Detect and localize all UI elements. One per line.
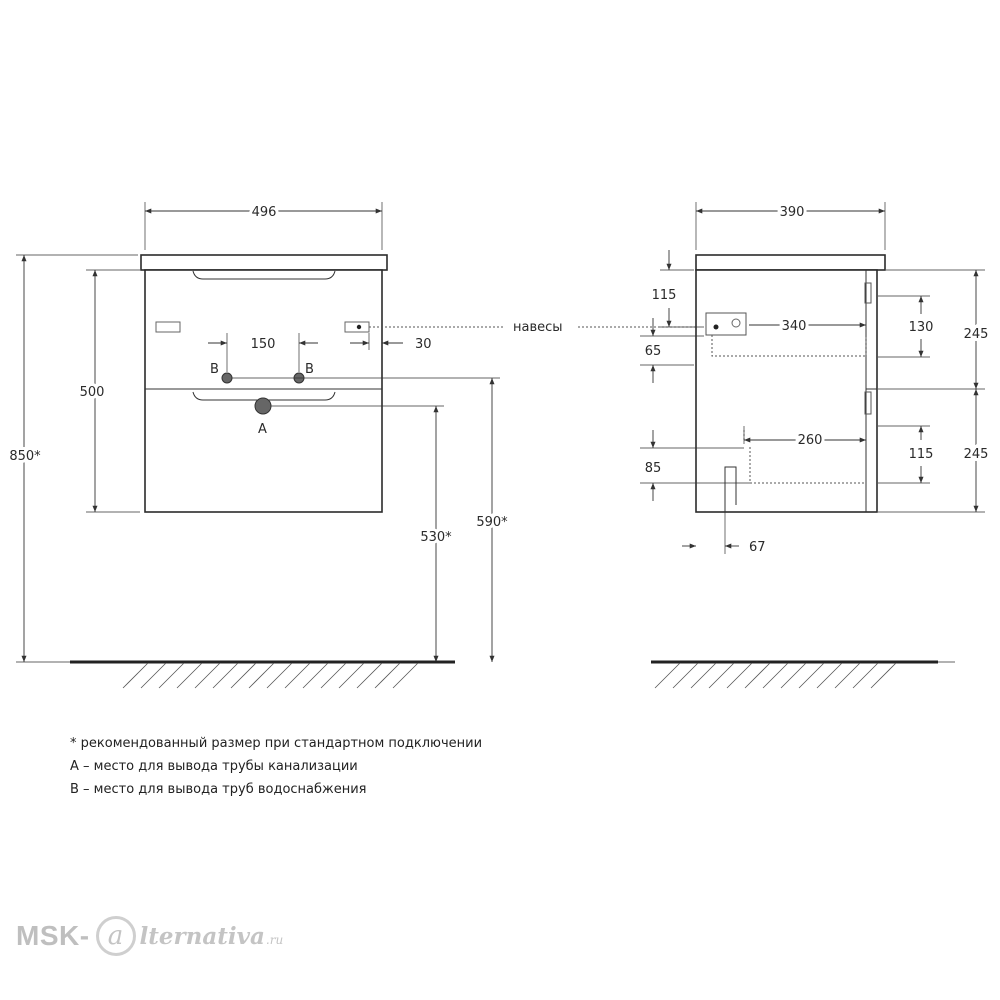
hinge-mount-point (356, 324, 362, 330)
hinge-bracket-left (155, 321, 181, 333)
dim-pipe-spacing-150: 150 (251, 337, 276, 352)
front-floor-hatch (122, 662, 419, 689)
dim-hinge-offset-30: 30 (415, 337, 432, 352)
upper-drawer-outline (711, 335, 867, 357)
dim-height-500: 500 (80, 385, 105, 400)
front-cabinet-body (144, 269, 383, 513)
logo-suffix: lternativa (139, 922, 265, 950)
dim-115-right: 115 (909, 447, 934, 462)
dim-130: 130 (909, 320, 934, 335)
drawer-cutout (724, 466, 737, 512)
dim-260: 260 (798, 433, 823, 448)
note-drain-pipe: A – место для вывода трубы канализации (70, 759, 358, 774)
side-hinge-point (713, 324, 719, 330)
side-floor-hatch (654, 662, 897, 689)
front-view: B B A 496 500 850* 150 30 530* (6, 202, 511, 689)
dim-hinge-from-top-115: 115 (652, 288, 677, 303)
dim-340: 340 (782, 319, 807, 334)
dim-245-top: 245 (964, 327, 989, 342)
label-a: A (258, 422, 267, 437)
label-b-left: B (210, 362, 219, 377)
front-countertop (140, 254, 388, 271)
drain-pipe-a (254, 397, 272, 415)
label-b-right: B (305, 362, 314, 377)
logo-tld: .ru (265, 933, 284, 947)
notes-list: * рекомендованный размер при стандартном… (70, 734, 482, 803)
logo-prefix: MSK- (16, 920, 90, 951)
hinge-label: навесы (513, 320, 563, 335)
side-countertop (695, 254, 886, 271)
note-recommended-size: * рекомендованный размер при стандартном… (70, 736, 483, 751)
logo-symbol-icon: a (95, 916, 136, 956)
dim-85: 85 (645, 461, 662, 476)
dim-65: 65 (645, 344, 662, 359)
logo: MSK- a lternativa .ru (16, 906, 283, 966)
side-cabinet-body (695, 269, 878, 513)
dim-drain-height-530: 530* (420, 530, 452, 545)
dim-width-496: 496 (252, 205, 277, 220)
dim-total-height-850: 850* (9, 449, 41, 464)
top-drawer-handle (192, 270, 336, 280)
dim-67: 67 (749, 540, 766, 555)
water-pipe-b-left (221, 372, 233, 384)
note-water-pipes: B – место для вывода труб водоснабжения (70, 782, 367, 797)
dim-supply-height-590: 590* (476, 515, 508, 530)
dim-depth-390: 390 (780, 205, 805, 220)
dim-245-bottom: 245 (964, 447, 989, 462)
side-view: 390 115 340 65 130 245 260 (640, 202, 991, 689)
